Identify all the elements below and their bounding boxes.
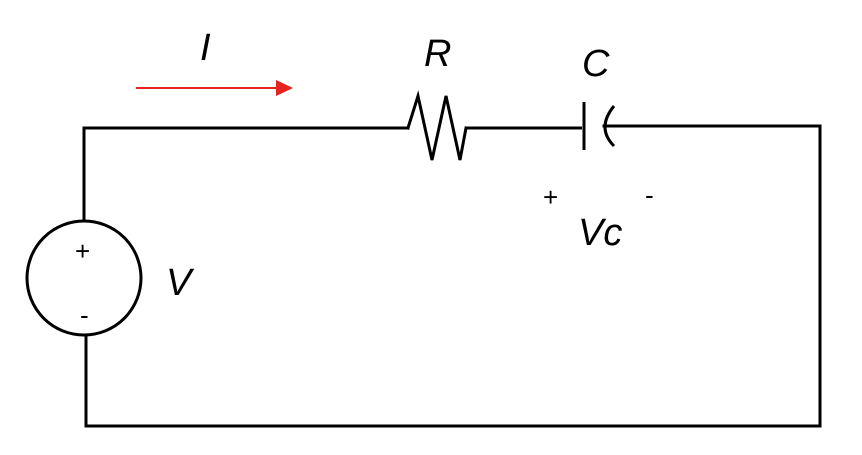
capacitor-minus-sign: - — [645, 180, 654, 210]
current-arrow — [136, 80, 293, 96]
capacitor-voltage-label: Vc — [578, 212, 622, 254]
source-minus-sign: - — [80, 300, 89, 330]
resistor-label: R — [424, 33, 451, 75]
capacitor-plus-sign: + — [543, 182, 558, 212]
source-voltage-label: V — [166, 262, 195, 304]
capacitor-label: C — [582, 43, 610, 85]
voltage-source — [25, 219, 143, 337]
current-arrow-head — [276, 80, 293, 96]
current-label: I — [200, 27, 211, 69]
wire-top-left — [82, 126, 410, 222]
resistor-symbol — [406, 90, 468, 161]
wire-right-bottom — [84, 124, 822, 428]
source-plus-sign: + — [75, 236, 90, 266]
